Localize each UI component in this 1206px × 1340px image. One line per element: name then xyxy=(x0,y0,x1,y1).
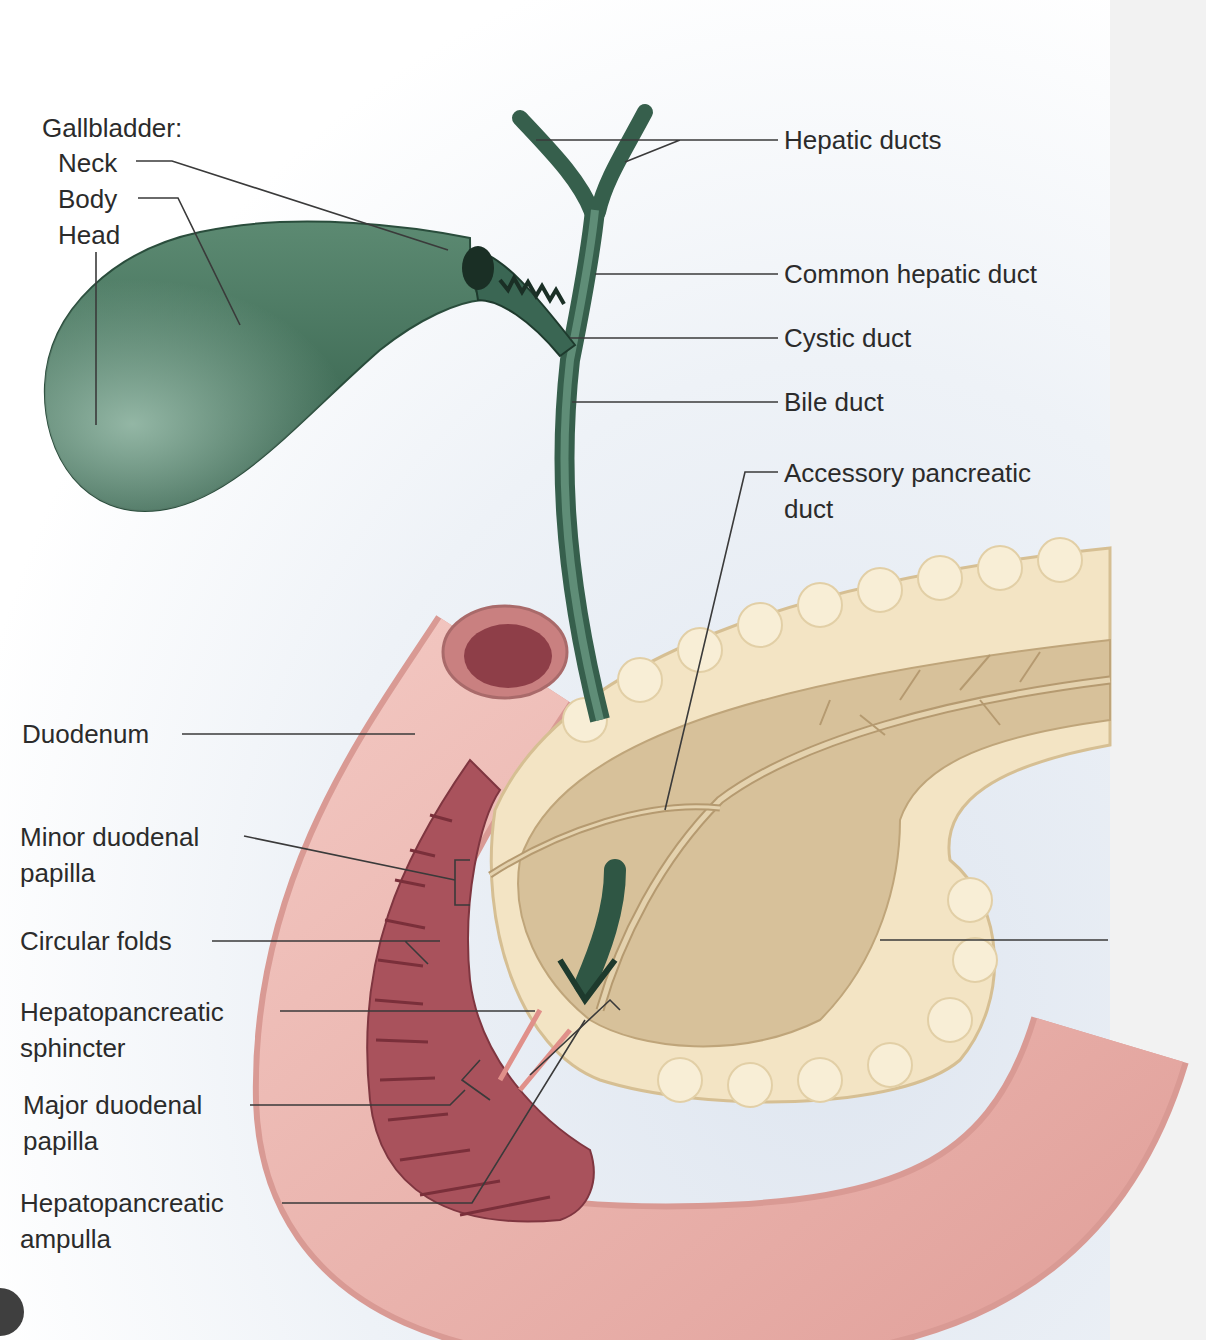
part-label: Neck xyxy=(58,145,258,181)
part-label: Hepatopancreatic ampulla xyxy=(20,1185,282,1257)
part-label: Hepatic ducts xyxy=(784,122,1104,158)
part-label: Body xyxy=(58,181,258,217)
background xyxy=(0,0,1110,1340)
part-label: Gallbladder: xyxy=(42,110,342,146)
part-label: Head xyxy=(58,217,258,253)
bile-ducts xyxy=(500,112,645,1090)
part-label: Minor duodenal papilla xyxy=(20,819,245,891)
part-label: Common hepatic duct xyxy=(784,256,1104,292)
leader-lines xyxy=(96,140,1108,1203)
part-label: Bile duct xyxy=(784,384,1104,420)
part-label: Circular folds xyxy=(20,923,280,959)
part-label: Duodenum xyxy=(22,716,222,752)
part-label: Major duodenal papilla xyxy=(23,1087,248,1159)
part-label: Cystic duct xyxy=(784,320,1104,356)
part-label: Accessory pancreatic duct xyxy=(784,455,1034,527)
part-label: Hepatopancreatic sphincter xyxy=(20,994,282,1066)
corner-dot xyxy=(0,1288,24,1336)
gallbladder xyxy=(45,222,575,511)
